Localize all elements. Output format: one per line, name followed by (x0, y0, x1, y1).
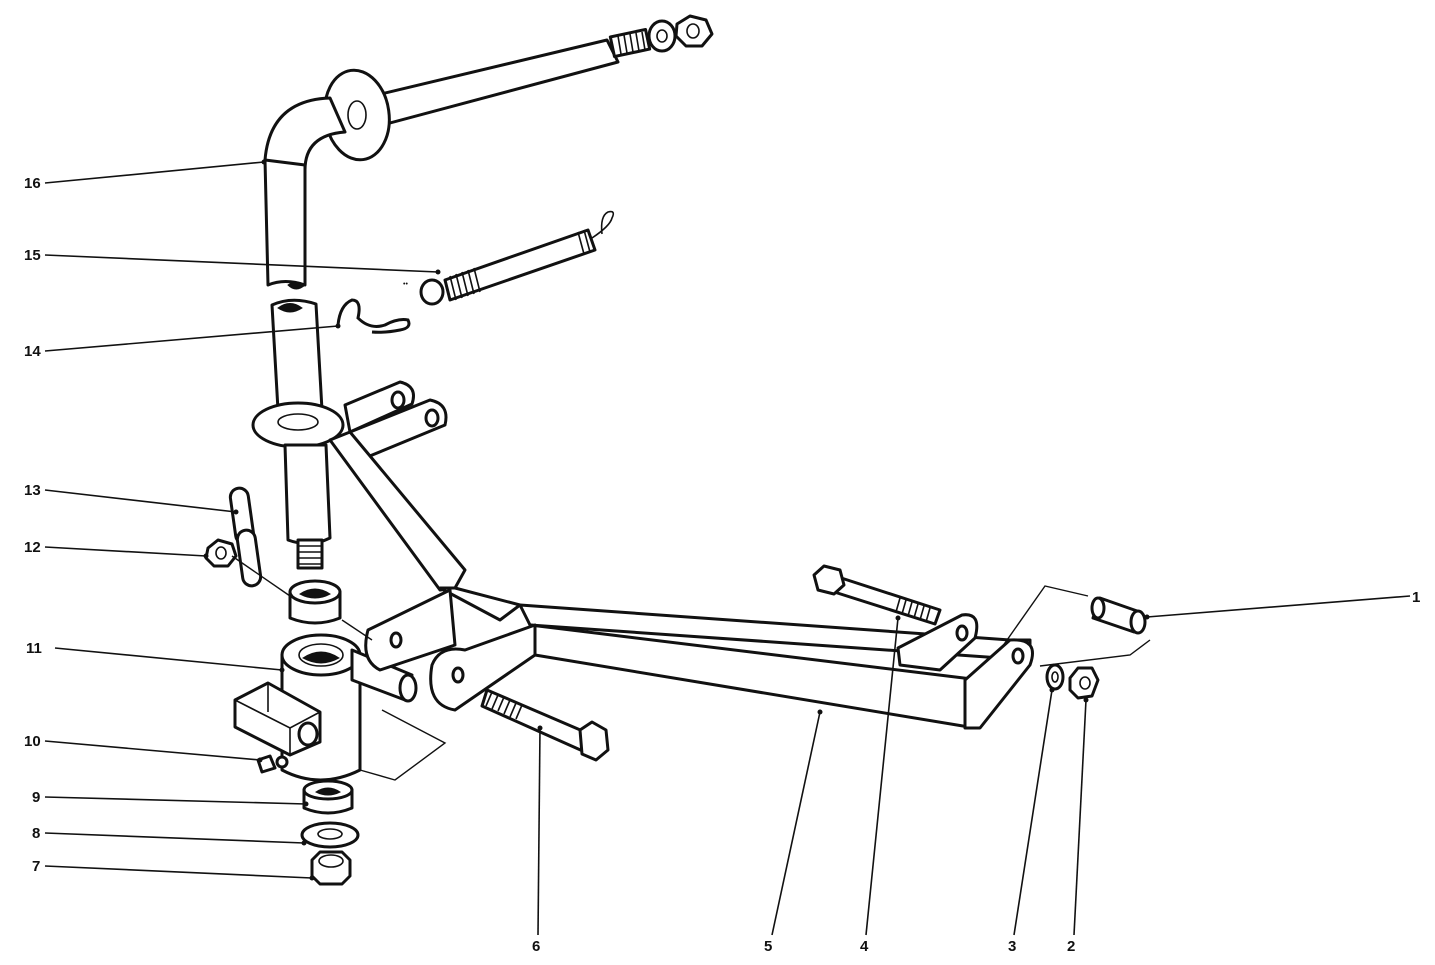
callout-1: 1 (1412, 589, 1420, 606)
spring-part-15: •• (403, 210, 615, 306)
callout-14: 14 (24, 343, 41, 360)
chain-link-part-13 (228, 486, 263, 588)
small-nut-part-12 (204, 538, 238, 568)
nut-part-2 (1068, 666, 1100, 700)
grease-fitting-part-10 (256, 754, 289, 774)
callout-10: 10 (24, 733, 41, 750)
shaft-washer (647, 19, 677, 53)
upper-bushing (288, 579, 342, 625)
bolt-part-4 (812, 564, 942, 626)
callout-11: 11 (26, 640, 42, 657)
nut-part-7 (310, 850, 352, 886)
hairpin-clip-part-14 (336, 298, 411, 334)
spindle-housing-part-11 (233, 633, 418, 782)
callout-3: 3 (1008, 938, 1016, 955)
callout-2: 2 (1067, 938, 1075, 955)
callout-13: 13 (24, 482, 41, 499)
steering-shaft-part-16 (251, 27, 652, 570)
svg-text:••: •• (403, 281, 408, 288)
callout-labels: 1 2 3 4 5 6 7 8 9 10 11 12 13 14 15 16 (24, 175, 1420, 955)
bolt-part-6 (480, 688, 610, 762)
washer-part-8 (300, 821, 360, 849)
lower-bushing-part-9 (302, 779, 354, 815)
callout-7: 7 (32, 858, 40, 875)
assembly-lines (231, 555, 1151, 781)
callout-15: 15 (24, 247, 41, 264)
lock-washer-part-3 (1045, 663, 1065, 691)
callout-16: 16 (24, 175, 41, 192)
callout-4: 4 (860, 938, 869, 955)
sleeve-part-1 (1090, 596, 1147, 635)
axle-frame (328, 380, 1034, 730)
callout-9: 9 (32, 789, 40, 806)
shaft-nut (674, 14, 714, 48)
callout-12: 12 (24, 539, 41, 556)
leader-lines (44, 159, 1411, 936)
callout-6: 6 (532, 938, 540, 955)
callout-5: 5 (764, 938, 772, 955)
callout-8: 8 (32, 825, 40, 842)
